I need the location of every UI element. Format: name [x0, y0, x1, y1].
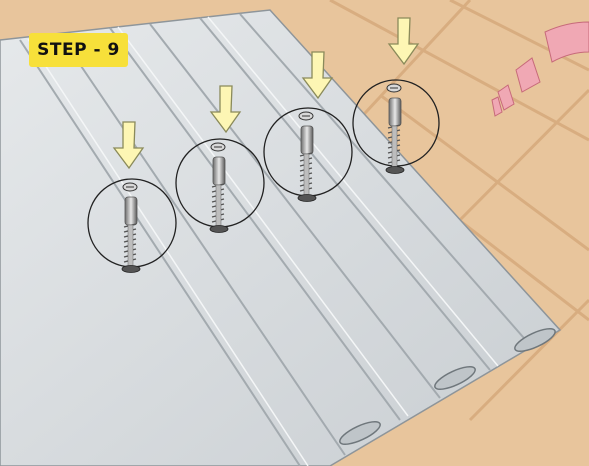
- step-badge: STEP - 9: [29, 33, 128, 67]
